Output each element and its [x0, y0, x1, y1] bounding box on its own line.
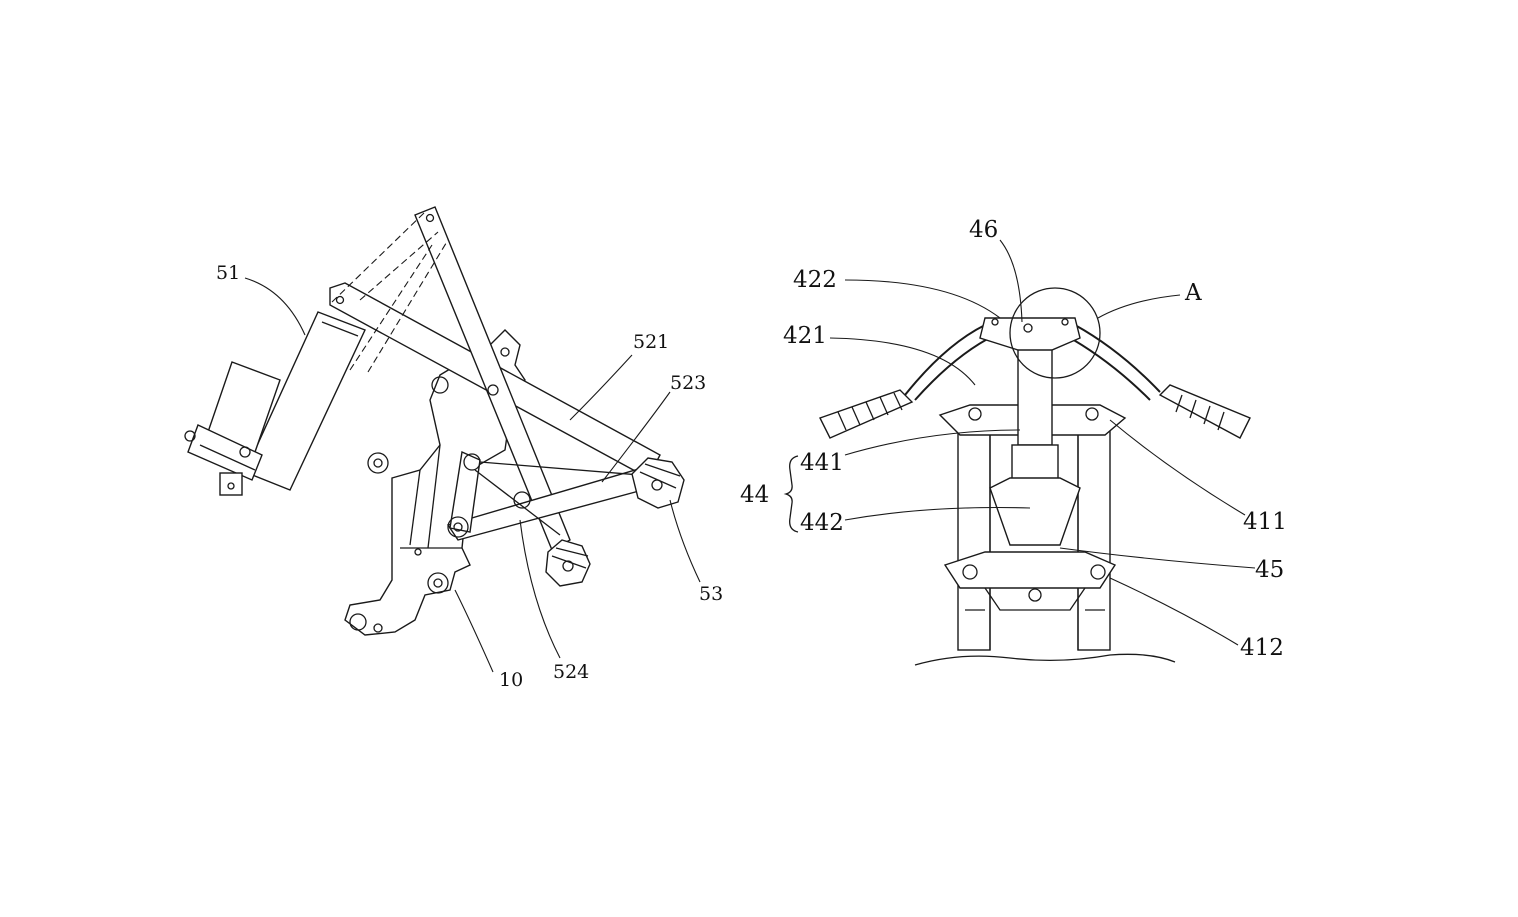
- label-a: A: [1184, 280, 1202, 306]
- label-524: 524: [553, 661, 589, 683]
- label-45: 45: [1255, 557, 1284, 583]
- left-figure: 51 521 523 53 524 10: [184, 206, 723, 691]
- folded-position-phantom: [331, 211, 449, 373]
- label-53: 53: [699, 583, 723, 605]
- label-411: 411: [1243, 509, 1287, 535]
- left-leaders: [244, 277, 701, 673]
- handlebar: [904, 317, 1161, 401]
- brace-44: [783, 455, 799, 533]
- label-422: 422: [793, 267, 837, 293]
- pedal-53-upper: [631, 457, 685, 509]
- label-10: 10: [499, 669, 523, 691]
- right-leaders: [829, 239, 1256, 646]
- pedal-lower: [545, 539, 591, 587]
- label-51: 51: [216, 262, 240, 284]
- lower-links: [446, 450, 651, 541]
- label-46: 46: [969, 217, 998, 243]
- label-441: 441: [800, 450, 844, 476]
- label-44: 44: [740, 482, 769, 508]
- label-442: 442: [800, 510, 844, 536]
- left-grip: [819, 389, 914, 439]
- linear-actuator-51: [184, 311, 366, 496]
- lower-triple-clamp: [943, 551, 1117, 611]
- fork-tubes: [957, 424, 1111, 651]
- label-523: 523: [670, 372, 706, 394]
- label-521: 521: [633, 331, 669, 353]
- detail-circle-a: [1009, 287, 1101, 379]
- diagonal-bar: [414, 206, 571, 551]
- right-figure: 46 422 A 421 441 44 442 411 45 412: [740, 217, 1287, 666]
- right-grip: [1158, 384, 1251, 439]
- label-421: 421: [783, 323, 827, 349]
- label-412: 412: [1240, 635, 1284, 661]
- body-outline: [914, 653, 1176, 666]
